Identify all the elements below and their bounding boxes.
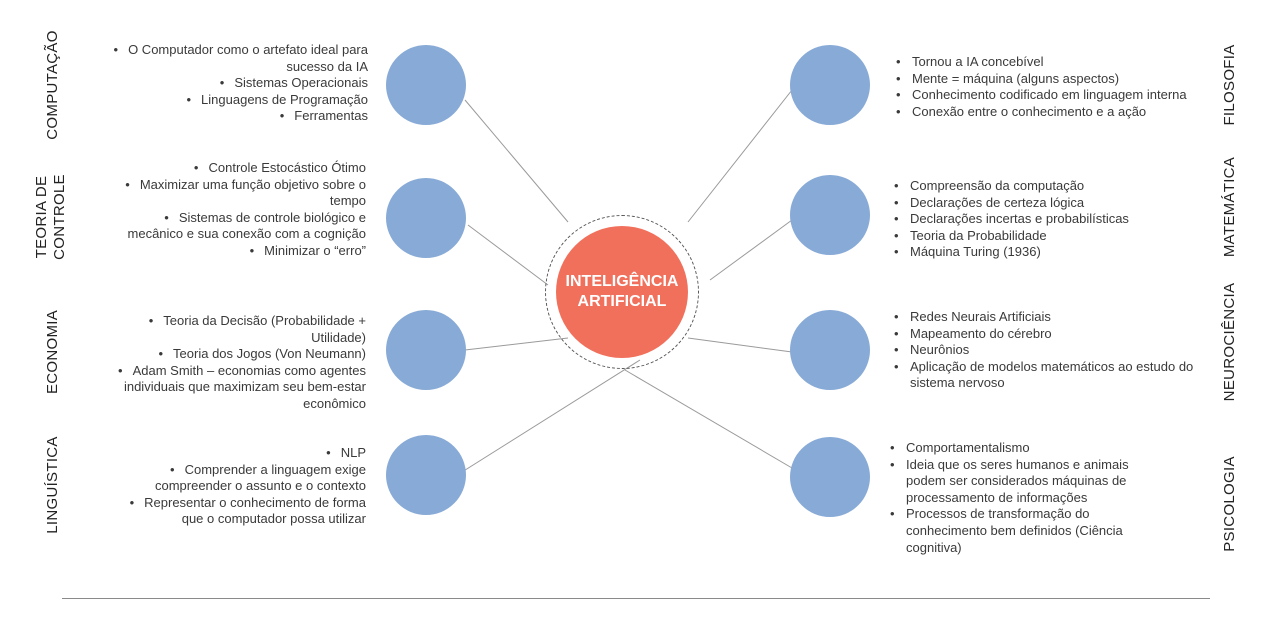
list-item: NLP: [108, 445, 366, 462]
node-computacao: [386, 45, 466, 125]
list-economia: Teoria da Decisão (Probabilidade + Utili…: [108, 313, 366, 413]
connector-computacao: [464, 99, 569, 223]
list-item: Declarações de certeza lógica: [894, 195, 1194, 212]
list-item: Conhecimento codificado em linguagem int…: [896, 87, 1226, 104]
center-dashed-ring: [545, 215, 699, 369]
label-psicologia: PSICOLOGIA: [1221, 456, 1238, 552]
list-item: Linguagens de Programação: [108, 92, 368, 109]
node-teoria-de-controle: [386, 178, 466, 258]
list-item: Ideia que os seres humanos e animais pod…: [890, 457, 1140, 507]
list-item: Sistemas Operacionais: [108, 75, 368, 92]
list-matematica: Compreensão da computação Declarações de…: [894, 178, 1194, 261]
list-item: Mapeamento do cérebro: [894, 326, 1224, 343]
node-linguistica: [386, 435, 466, 515]
list-item: Mente = máquina (alguns aspectos): [896, 71, 1226, 88]
node-filosofia: [790, 45, 870, 125]
list-item: Teoria dos Jogos (Von Neumann): [108, 346, 366, 363]
list-item: Controle Estocástico Ótimo: [108, 160, 366, 177]
node-neurociencia: [790, 310, 870, 390]
list-item: Minimizar o “erro”: [108, 243, 366, 260]
list-item: Ferramentas: [108, 108, 368, 125]
list-item: Tornou a IA concebível: [896, 54, 1226, 71]
list-item: Comprender a linguagem exige compreender…: [108, 462, 366, 495]
list-item: Declarações incertas e probabilísticas: [894, 211, 1194, 228]
list-item: Teoria da Probabilidade: [894, 228, 1194, 245]
node-matematica: [790, 175, 870, 255]
list-item: Maximizar uma função objetivo sobre o te…: [108, 177, 366, 210]
list-item: Máquina Turing (1936): [894, 244, 1194, 261]
connector-matematica: [709, 219, 793, 281]
list-psicologia: Comportamentalismo Ideia que os seres hu…: [890, 440, 1140, 556]
list-item: Sistemas de controle biológico e mecânic…: [108, 210, 366, 243]
connector-teoria-de-controle: [467, 224, 549, 286]
list-item: Processos de transformação do conhecimen…: [890, 506, 1140, 556]
node-economia: [386, 310, 466, 390]
list-item: Comportamentalismo: [890, 440, 1140, 457]
list-item: Conexão entre o conhecimento e a ação: [896, 104, 1226, 121]
connector-economia: [464, 337, 569, 351]
list-item: Aplicação de modelos matemáticos ao estu…: [894, 359, 1224, 392]
list-linguistica: NLP Comprender a linguagem exige compree…: [108, 445, 366, 528]
label-linguistica: LINGUÍSTICA: [44, 436, 61, 534]
list-item: Neurônios: [894, 342, 1224, 359]
list-item: Adam Smith – economias como agentes indi…: [108, 363, 366, 413]
connector-filosofia: [687, 89, 793, 223]
bottom-divider: [62, 598, 1210, 599]
center-node: INTELIGÊNCIA ARTIFICIAL: [556, 226, 688, 358]
list-neurociencia: Redes Neurais Artificiais Mapeamento do …: [894, 309, 1224, 392]
list-teoria-de-controle: Controle Estocástico Ótimo Maximizar uma…: [108, 160, 366, 260]
list-filosofia: Tornou a IA concebível Mente = máquina (…: [896, 54, 1226, 120]
list-computacao: O Computador como o artefato ideal para …: [108, 42, 368, 125]
connector-psicologia: [624, 369, 793, 469]
list-item: O Computador como o artefato ideal para …: [108, 42, 368, 75]
connector-linguistica: [461, 359, 641, 473]
list-item: Teoria da Decisão (Probabilidade + Utili…: [108, 313, 366, 346]
list-item: Redes Neurais Artificiais: [894, 309, 1224, 326]
list-item: Representar o conhecimento de forma que …: [108, 495, 366, 528]
node-psicologia: [790, 437, 870, 517]
list-item: Compreensão da computação: [894, 178, 1194, 195]
center-title: INTELIGÊNCIA ARTIFICIAL: [565, 273, 679, 310]
connector-neurociencia: [687, 337, 793, 353]
